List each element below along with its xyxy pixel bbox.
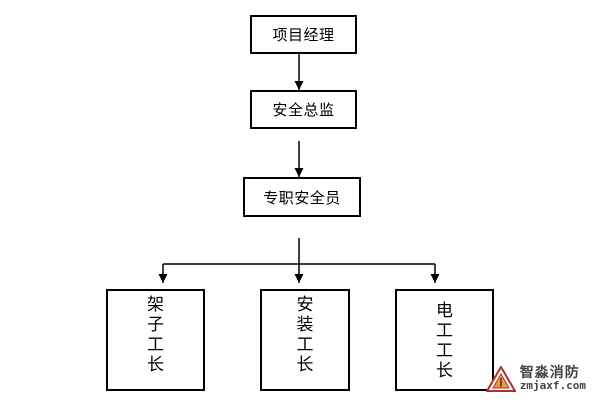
safety-director-label: 安全总监 xyxy=(272,101,335,119)
scaffold-foreman-label: 架子工长 xyxy=(147,295,164,375)
watermark-title: 智淼消防 xyxy=(519,364,580,381)
logo-icon xyxy=(485,365,516,392)
safety-officer-label: 专职安全员 xyxy=(263,188,341,207)
watermark-url: zmjaxf.com xyxy=(519,379,586,393)
electrical-foreman-box: 电工工长 xyxy=(395,289,494,391)
electrical-foreman-label: 电工工长 xyxy=(436,301,453,381)
project-manager-label: 项目经理 xyxy=(272,26,335,44)
safety-director-box: 安全总监 xyxy=(250,90,357,129)
project-manager-box: 项目经理 xyxy=(250,15,357,54)
scaffold-foreman-box: 架子工长 xyxy=(106,289,205,391)
safety-officer-box: 专职安全员 xyxy=(243,177,361,217)
installation-foreman-label: 安装工长 xyxy=(296,295,314,375)
installation-foreman-box: 安装工长 xyxy=(260,289,350,391)
watermark: 智淼消防 zmjaxf.com xyxy=(485,364,586,393)
